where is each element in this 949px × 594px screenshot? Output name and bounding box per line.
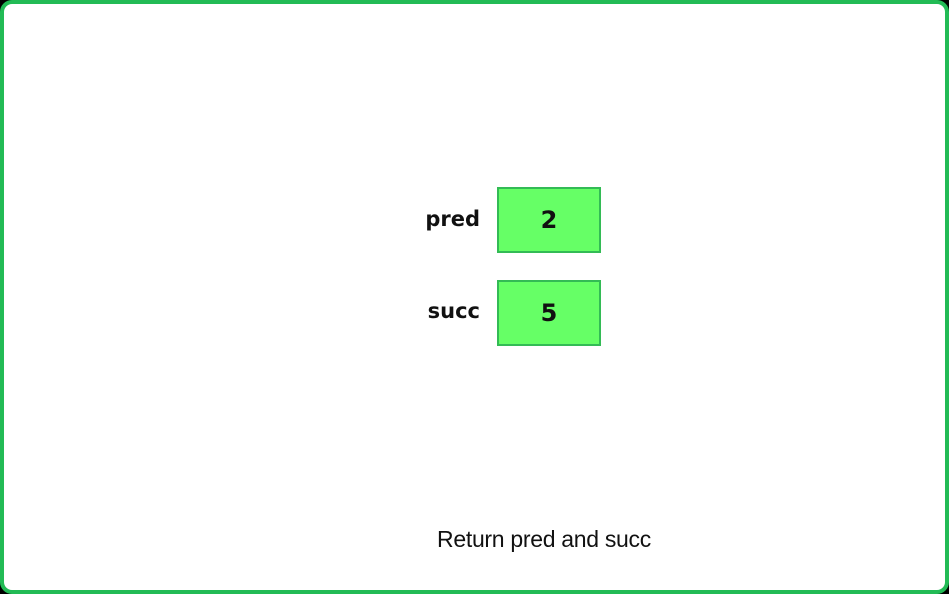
- variable-box-succ: 5: [497, 280, 601, 346]
- variable-label-pred: pred: [425, 207, 480, 231]
- variable-value-succ: 5: [540, 299, 558, 327]
- variable-label-succ: succ: [427, 299, 480, 323]
- variable-value-pred: 2: [540, 206, 558, 234]
- variable-box-pred: 2: [497, 187, 601, 253]
- step-caption: Return pred and succ: [437, 526, 651, 552]
